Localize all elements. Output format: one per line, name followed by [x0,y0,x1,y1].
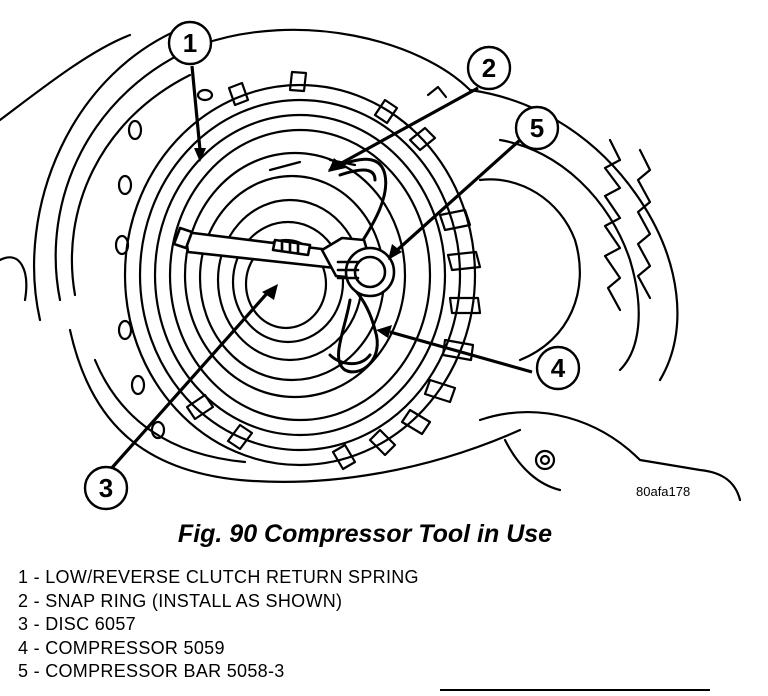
svg-text:1: 1 [183,28,197,58]
output-drum [468,88,679,382]
clutch-pack [123,70,482,471]
callout-5: 5 [514,105,560,151]
leader-lines [108,65,533,472]
figure-title: Fig. 90 Compressor Tool in Use [177,520,553,548]
svg-text:4: 4 [551,353,566,383]
svg-text:5: 5 [530,113,544,143]
compressor-tool-illustration: 1 2 3 4 5 [0,20,742,511]
figure-reference-code: 80afa178 [636,484,691,499]
callout-3: 3 [83,465,129,511]
callout-1: 1 [167,20,213,66]
svg-text:2: 2 [482,53,496,83]
callout-2: 2 [466,45,512,91]
bottom-divider [440,689,710,691]
legend-item: 3 - DISC 6057 [18,614,136,634]
svg-text:3: 3 [99,473,113,503]
transmission-case [0,23,742,502]
legend-item: 4 - COMPRESSOR 5059 [18,637,225,658]
legend-list: 1 - LOW/REVERSE CLUTCH RETURN SPRING 2 -… [18,566,419,684]
legend-item: 5 - COMPRESSOR BAR 5058-3 [18,661,285,681]
compressor-5059 [328,157,388,374]
callout-4: 4 [535,345,581,391]
legend-item: 2 - SNAP RING (INSTALL AS SHOWN) [18,590,343,611]
legend-item: 1 - LOW/REVERSE CLUTCH RETURN SPRING [18,567,419,587]
compressor-bar-5058-3 [172,226,396,298]
